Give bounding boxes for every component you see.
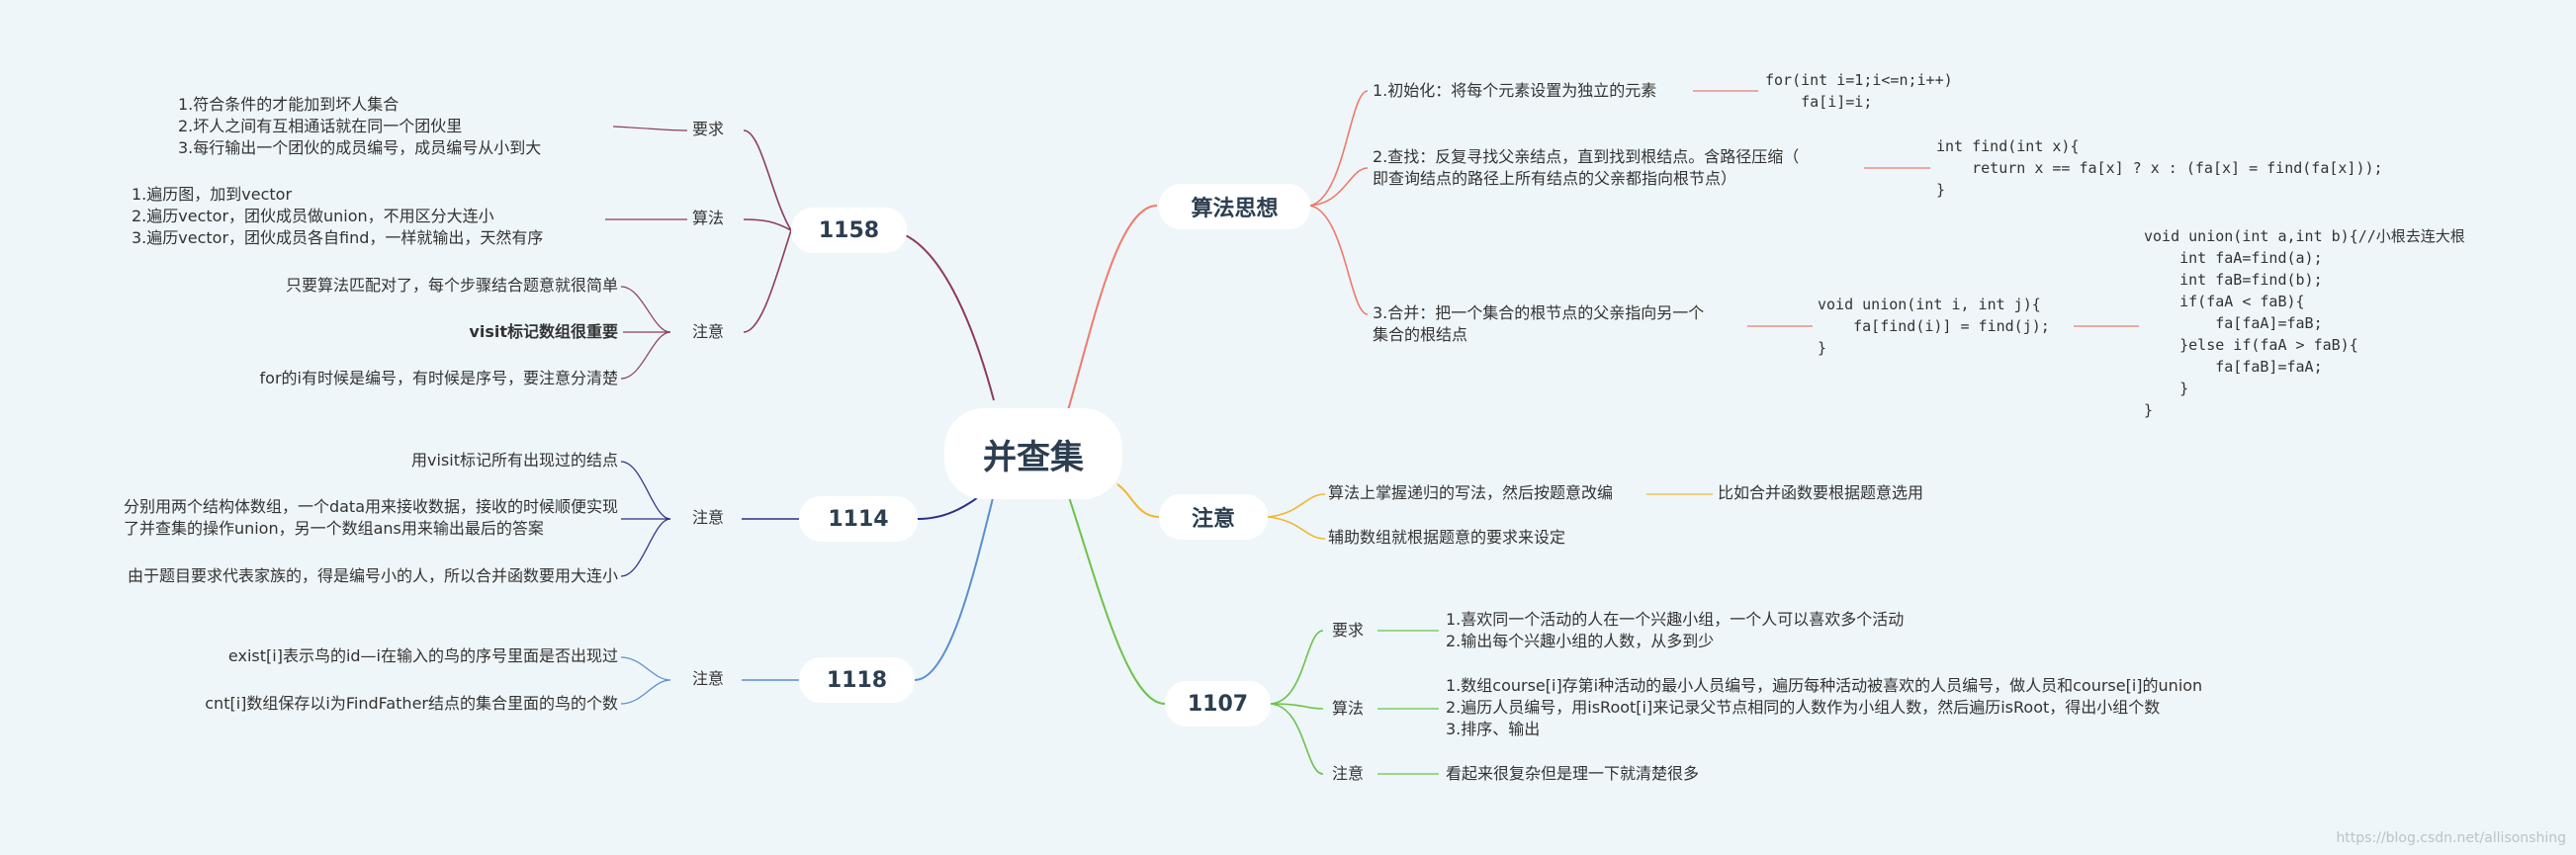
note-item-2[interactable]: 辅助数组就根据题意的要求来设定 (1328, 528, 1566, 547)
b1114-zhuyi-3[interactable]: 由于题目要求代表家族的，得是编号小的人，所以合并函数要用大连小 (127, 566, 618, 585)
edge-1118-z2 (620, 679, 671, 705)
idea-union-text[interactable]: 3.合并：把一个集合的根节点的父亲指向另一个 集合的根结点 (1373, 303, 1705, 344)
idea-union2-code[interactable]: void union(int a,int b){//小根去连大根 int faA… (2144, 227, 2465, 419)
edge-root-1158 (889, 229, 995, 401)
node-1118[interactable]: 1118 (799, 657, 915, 703)
edge-yaoqiu-text (612, 126, 688, 131)
b1158-yaoqiu-text[interactable]: 1.符合条件的才能加到坏人集合 2.坏人之间有互相通话就在同一个团伙里 3.每行… (178, 95, 542, 157)
node-idea[interactable]: 算法思想 (1159, 184, 1310, 229)
edge-root-1107 (1067, 493, 1166, 705)
edge-zhuyi-3 (620, 331, 671, 380)
edge-idea-init (1309, 90, 1369, 207)
node-1107[interactable]: 1107 (1165, 681, 1271, 727)
b1114-zhuyi-1[interactable]: 用visit标记所有出现过的结点 (411, 451, 618, 470)
b1158-yaoqiu-label[interactable]: 要求 (692, 120, 725, 138)
edge-1158-suanfa (743, 218, 792, 231)
b1158-zhuyi-1[interactable]: 只要算法匹配对了，每个步骤结合题意就很简单 (285, 276, 618, 295)
idea-init-code[interactable]: for(int i=1;i<=n;i++) fa[i]=i; (1765, 71, 1953, 111)
edge-idea-find (1309, 167, 1369, 207)
edge-root-idea (1067, 205, 1158, 411)
b1118-zhuyi-label[interactable]: 注意 (692, 669, 725, 688)
node-note[interactable]: 注意 (1159, 494, 1268, 540)
edge-1114-z3 (620, 518, 671, 577)
node-1158[interactable]: 1158 (791, 208, 907, 253)
node-1114[interactable]: 1114 (799, 496, 918, 542)
b1114-zhuyi-2[interactable]: 分别用两个结构体数组，一个data用来接收数据，接收的时候顺便实现 了并查集的操… (123, 497, 618, 538)
note-item-1-child[interactable]: 比如合并函数要根据题意选用 (1718, 483, 1924, 502)
b1118-zhuyi-1[interactable]: exist[i]表示鸟的id—i在输入的鸟的序号里面是否出现过 (227, 646, 618, 665)
b1158-zhuyi-3[interactable]: for的i有时候是编号，有时候是序号，要注意分清楚 (259, 369, 618, 387)
edge-1107-suanfa (1270, 703, 1324, 710)
b1158-zhuyi-2[interactable]: visit标记数组很重要 (469, 322, 618, 341)
edge-zhuyi-1 (620, 286, 671, 333)
b1107-yaoqiu-text[interactable]: 1.喜欢同一个活动的人在一个兴趣小组，一个人可以喜欢多个活动 2.输出每个兴趣小… (1446, 610, 1905, 650)
edge-1114-z1 (620, 461, 671, 520)
edge-note-2 (1267, 516, 1326, 540)
root-node[interactable]: 并查集 (944, 408, 1122, 499)
b1158-suanfa-label[interactable]: 算法 (692, 209, 725, 227)
b1107-zhuyi-text[interactable]: 看起来很复杂但是理一下就清楚很多 (1446, 764, 1700, 783)
b1107-suanfa-label[interactable]: 算法 (1332, 699, 1365, 718)
b1107-yaoqiu-label[interactable]: 要求 (1332, 621, 1365, 640)
edge-1107-yaoqiu (1270, 630, 1324, 705)
b1158-zhuyi-label[interactable]: 注意 (692, 322, 725, 341)
b1118-zhuyi-2[interactable]: cnt[i]数组保存以i为FindFather结点的集合里面的鸟的个数 (205, 694, 618, 713)
idea-init-text[interactable]: 1.初始化：将每个元素设置为独立的元素 (1373, 81, 1657, 100)
b1114-zhuyi-label[interactable]: 注意 (692, 508, 725, 527)
edge-note-1 (1267, 493, 1326, 518)
edge-1158-zhuyi (743, 229, 792, 333)
b1158-suanfa-text[interactable]: 1.遍历图，加到vector 2.遍历vector，团伙成员做union，不用区… (132, 185, 544, 247)
idea-find-code[interactable]: int find(int x){ return x == fa[x] ? x :… (1936, 137, 2383, 199)
edge-1158-yaoqiu (743, 129, 792, 231)
edge-1107-zhuyi (1270, 703, 1324, 775)
idea-find-text[interactable]: 2.查找：反复寻找父亲结点，直到找到根结点。含路径压缩（ 即查询结点的路径上所有… (1373, 147, 1800, 188)
b1107-zhuyi-label[interactable]: 注意 (1332, 764, 1365, 783)
edge-idea-union (1309, 205, 1369, 315)
edge-1118-z1 (620, 656, 671, 681)
edge-root-1118 (914, 493, 995, 681)
idea-union-code[interactable]: void union(int i, int j){ fa[find(i)] = … (1818, 296, 2050, 357)
edge-root-note (1116, 483, 1160, 518)
watermark: https://blog.csdn.net/allisonshing (2336, 830, 2566, 846)
note-item-1[interactable]: 算法上掌握递归的写法，然后按题意改编 (1328, 483, 1614, 502)
b1107-suanfa-text[interactable]: 1.数组course[i]存第i种活动的最小人员编号，遍历每种活动被喜欢的人员编… (1446, 676, 2203, 738)
